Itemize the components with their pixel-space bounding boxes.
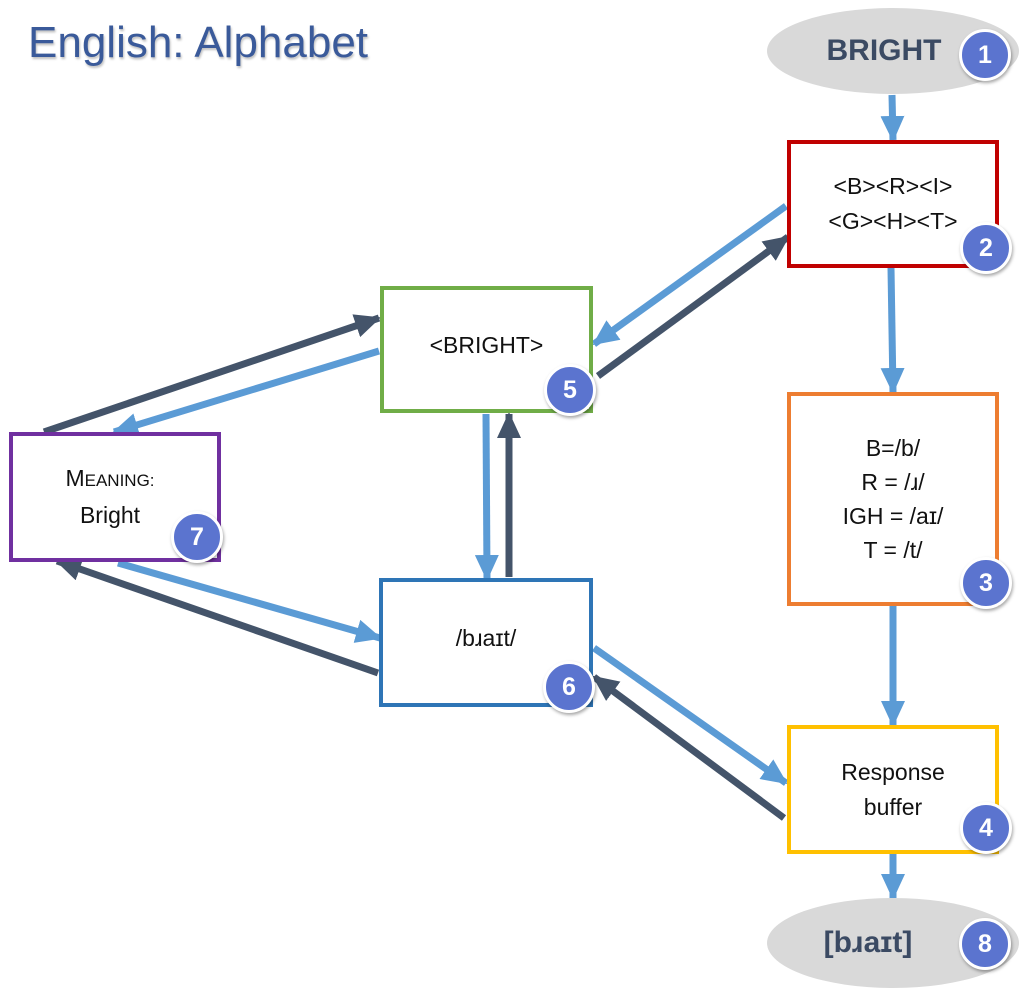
phonological-text: /bɹaɪt/ <box>455 625 517 651</box>
diagram-title: English: Alphabet <box>28 18 369 67</box>
arrow-letters-to-orthographic <box>591 203 789 347</box>
input-word-text: BRIGHT <box>826 34 942 67</box>
meaning-label: MEANING: <box>65 461 154 498</box>
output-speech-text: [bɹaɪt] <box>823 926 913 959</box>
badge-2: 2 <box>960 222 1012 274</box>
rules-box: B=/b/ R = /ɹ/ IGH = /aɪ/ T = /t/ <box>787 392 999 606</box>
badge-4: 4 <box>960 802 1012 854</box>
buffer-line-2: buffer <box>863 793 923 820</box>
badge-3: 3 <box>960 557 1012 609</box>
arrow-orthographic-to-letters <box>595 234 791 379</box>
rules-line-2: R = /ɹ/ <box>861 469 925 495</box>
arrow-phonological-to-buffer <box>591 645 789 786</box>
buffer-line-1: Response <box>841 758 945 785</box>
meaning-box: MEANING: Bright <box>9 432 221 562</box>
letters-line-1: <B><R><I> <box>833 173 953 199</box>
arrow-orthographic-to-meaning <box>112 347 381 437</box>
arrow-meaning-to-orthographic <box>42 314 381 436</box>
badge-5: 5 <box>544 364 596 416</box>
rules-line-1: B=/b/ <box>865 435 921 461</box>
badge-6: 6 <box>543 661 595 713</box>
rules-line-4: T = /t/ <box>863 537 923 563</box>
arrow-meaning-to-phonological <box>117 559 382 643</box>
orthographic-text: <BRIGHT> <box>429 332 544 358</box>
arrow-phonological-to-meaning <box>55 557 380 677</box>
meaning-label-rest: EANING: <box>84 471 155 490</box>
output-speech-ellipse: [bɹaɪt] <box>767 898 1019 988</box>
meaning-value: Bright <box>79 502 141 528</box>
badge-7: 7 <box>171 511 223 563</box>
badge-1: 1 <box>959 29 1011 81</box>
meaning-label-initial: M <box>65 465 85 491</box>
rules-line-3: IGH = /aɪ/ <box>842 503 944 529</box>
arrow-input-to-letters <box>880 94 905 142</box>
arrow-orthographic-to-phonological <box>474 413 499 581</box>
letters-box: <B><R><I> <G><H><T> <box>787 140 999 268</box>
badge-8: 8 <box>959 918 1011 970</box>
arrow-letters-to-rules <box>880 267 905 394</box>
arrow-buffer-to-phonological <box>591 674 787 821</box>
letters-line-2: <G><H><T> <box>828 208 958 234</box>
